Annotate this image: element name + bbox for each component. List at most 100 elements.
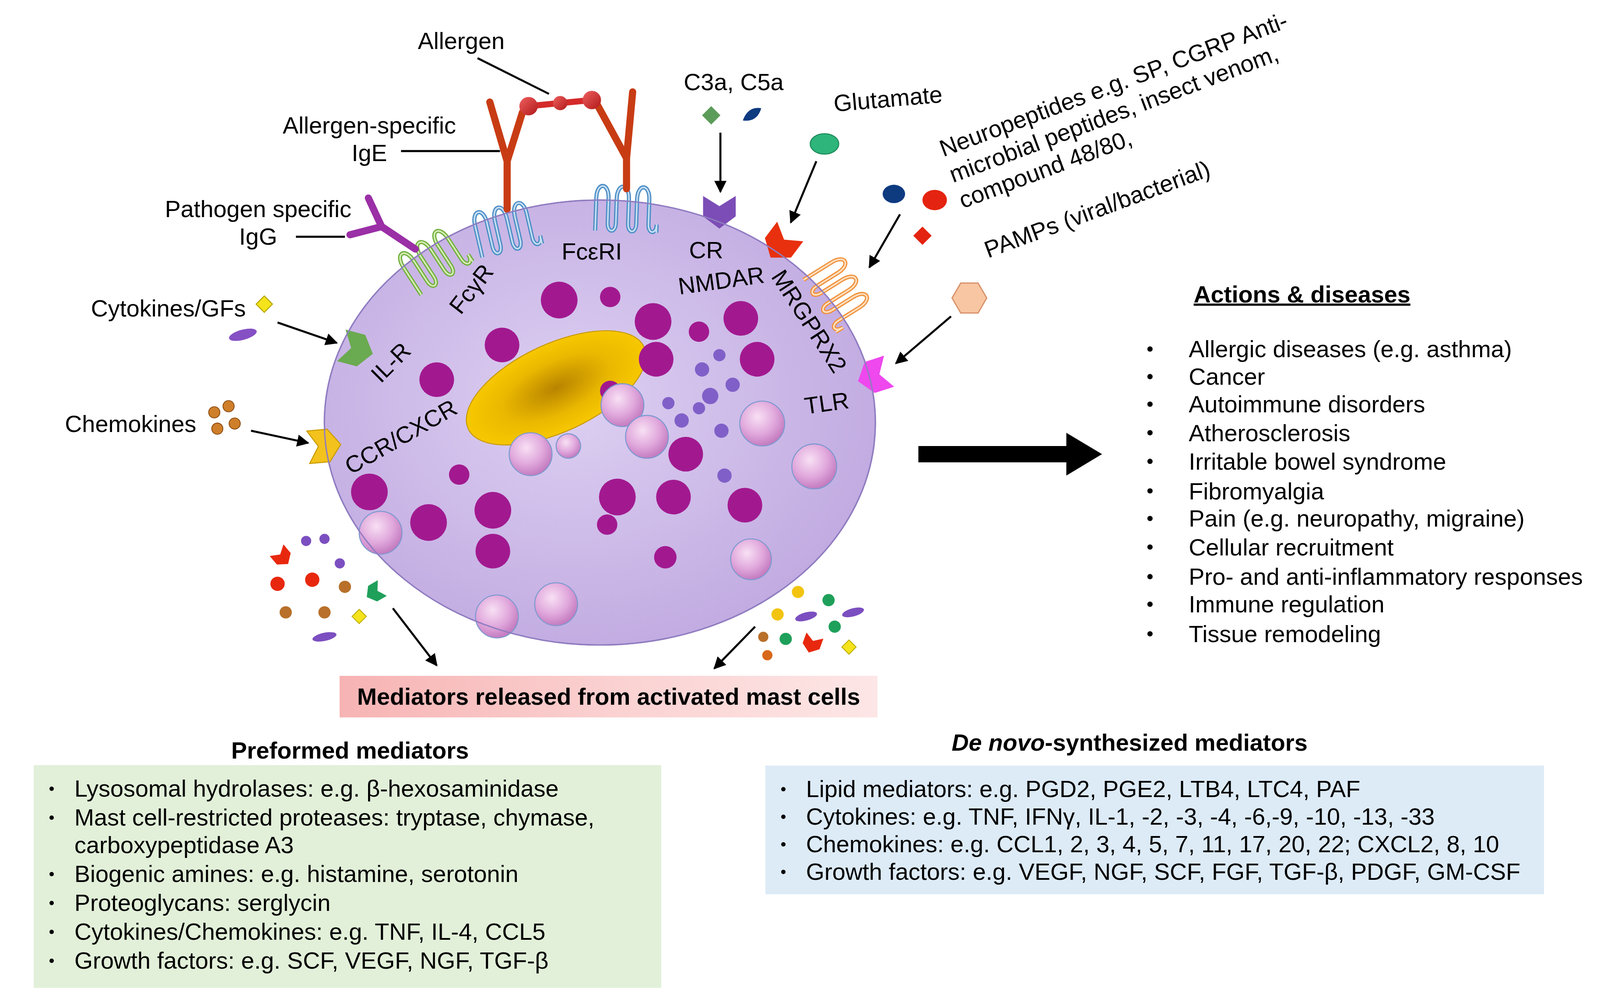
chemokine-ligand <box>228 417 241 430</box>
pamp-ligand <box>951 283 987 314</box>
cell-membrane <box>324 200 876 646</box>
arrow <box>392 608 437 666</box>
mediator <box>351 609 367 624</box>
bullet-dot <box>49 815 54 820</box>
bullet <box>1147 458 1153 464</box>
mediator <box>301 535 312 546</box>
neuropeptide-ligand <box>913 226 932 246</box>
granule <box>475 594 519 638</box>
neuropeptide-ligand <box>922 189 948 211</box>
action-item: Irritable bowel syndrome <box>1188 447 1446 475</box>
action-item-holder: Tissue remodeling <box>1188 619 1381 648</box>
granule <box>638 341 674 377</box>
bullet <box>1147 573 1153 579</box>
receptor-label: FcγR <box>443 258 500 320</box>
action-item-holder: Irritable bowel syndrome <box>1188 447 1446 475</box>
list-item: Growth factors: e.g. VEGF, NGF, SCF, FGF… <box>806 857 1534 886</box>
receptor-label: CCR/CXCR <box>340 393 462 480</box>
action-item-holder: Autoimmune disorders <box>1188 390 1425 418</box>
list-item: Chemokines: e.g. CCL1, 2, 3, 4, 5, 7, 11… <box>806 830 1534 858</box>
granule <box>540 281 578 319</box>
section-heading-holder: Actions & diseases <box>1193 280 1411 308</box>
granule <box>419 362 454 397</box>
de-novo-box: De novo-synthesized mediatorsLipid media… <box>765 728 1544 895</box>
granule <box>484 327 520 362</box>
callout-label-holder: C3a, C5a <box>683 67 784 96</box>
granule <box>688 321 710 342</box>
arrows <box>251 132 952 669</box>
list-row: Growth factors: e.g. VEGF, NGF, SCF, FGF… <box>765 857 1534 886</box>
receptor-label: IL-R <box>365 336 417 388</box>
bullet <box>1147 601 1153 607</box>
action-item: Immune regulation <box>1188 590 1385 618</box>
big-arrow <box>918 432 1102 476</box>
callout-label-holder: Cytokines/GFs <box>91 294 246 323</box>
mast-cell: FcγR FcεRI CRNMDARMRGPRX2TLR IL-RCCR/CXCR <box>324 200 876 646</box>
action-item: Pro- and anti-inflammatory responses <box>1188 562 1583 591</box>
granule <box>625 415 669 459</box>
mediator <box>279 606 292 619</box>
action-item-holder: Cellular recruitment <box>1188 533 1394 561</box>
list-item: Proteoglycans: serglycin <box>74 888 651 917</box>
mediator <box>842 639 857 655</box>
callout-label: Allergen-specific IgE <box>277 111 462 167</box>
ige-antibodies <box>489 91 633 210</box>
receptor-label-holder: CCR/CXCR <box>340 393 462 480</box>
action-item: Tissue remodeling <box>1188 619 1381 648</box>
receptor-label: TLR <box>802 386 851 421</box>
granule <box>410 504 447 541</box>
action-item-holder: Fibromyalgia <box>1188 477 1324 505</box>
callout-label: Glutamate <box>832 80 944 118</box>
granule <box>654 545 677 569</box>
receptor-label-holder: FcεRI <box>561 237 622 265</box>
box-heading: Preformed mediators <box>36 736 664 765</box>
arrow <box>277 322 337 344</box>
granule <box>508 432 552 476</box>
list-row: Mast cell-restricted proteases: tryptase… <box>33 803 651 859</box>
mediator <box>791 585 804 598</box>
arrow <box>869 214 901 268</box>
list-row: Chemokines: e.g. CCL1, 2, 3, 4, 5, 7, 11… <box>765 830 1534 858</box>
cytokine-ligand <box>227 326 258 344</box>
granule <box>449 464 470 485</box>
receptor-label-holder: CR <box>688 236 723 264</box>
bullet <box>1147 544 1153 550</box>
granule <box>701 387 719 404</box>
list-row: Biogenic amines: e.g. histamine, seroton… <box>33 859 651 888</box>
granule <box>350 473 388 511</box>
leader-line <box>400 150 500 153</box>
bullet-dot <box>49 900 54 906</box>
chemokine-ligand <box>211 422 224 435</box>
granule <box>359 511 403 555</box>
granule <box>474 491 512 529</box>
receptor-label: NMDAR <box>676 260 767 301</box>
list-row: Lipid mediators: e.g. PGD2, PGE2, LTB4, … <box>765 775 1534 803</box>
fceri-helix <box>595 185 658 233</box>
granule <box>714 423 729 439</box>
callout-label-holder: Chemokines <box>64 409 197 438</box>
mediator <box>319 533 330 544</box>
callout-label-holder: Allergen-specific IgE <box>277 111 462 167</box>
c3a-ligand <box>701 105 721 125</box>
fceri-helix <box>595 185 658 233</box>
granule <box>713 348 726 362</box>
bullet <box>1147 631 1153 637</box>
mediator <box>270 576 285 591</box>
receptor-label-holder: MRGPRX2 <box>765 264 853 378</box>
list-item: Lipid mediators: e.g. PGD2, PGE2, LTB4, … <box>806 775 1534 803</box>
list-row: Lysosomal hydrolases: e.g. β-hexosaminid… <box>33 774 651 803</box>
granule <box>730 538 772 580</box>
list-item: Cytokines/Chemokines: e.g. TNF, IL-4, CC… <box>74 917 651 946</box>
mediator <box>762 649 773 660</box>
receptor-label: CR <box>688 236 723 264</box>
action-item: Atherosclerosis <box>1188 418 1351 447</box>
ige-antibody <box>489 101 523 210</box>
action-item-holder: Allergic diseases (e.g. asthma) <box>1188 335 1512 363</box>
bullet-dot <box>781 786 786 792</box>
chemokine-ligand <box>208 406 221 418</box>
leader-line <box>477 58 549 95</box>
granule <box>596 514 618 535</box>
bullet <box>1147 515 1153 521</box>
mediator <box>757 631 769 642</box>
callout-label-holder: Pathogen specific IgG <box>157 195 359 251</box>
